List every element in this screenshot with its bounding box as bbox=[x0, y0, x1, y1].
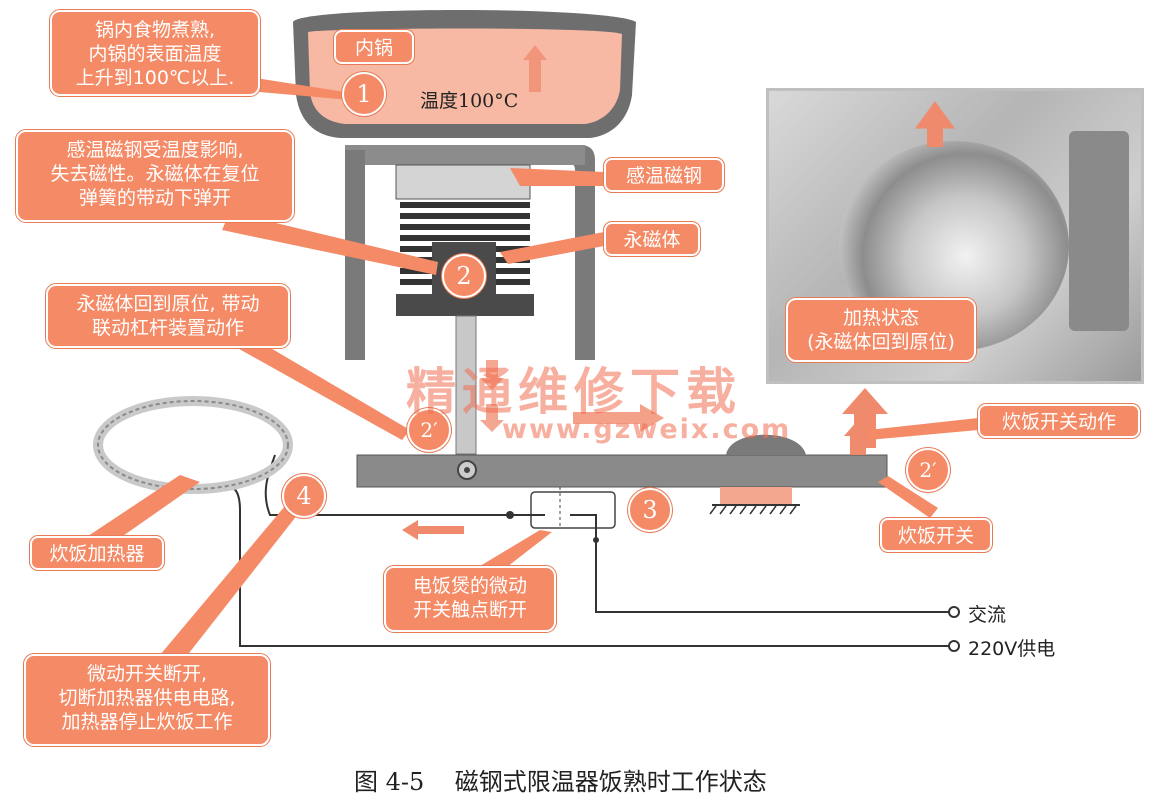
sensing-magnet bbox=[395, 164, 531, 200]
step-2: 2 bbox=[442, 254, 486, 298]
label-sensing-magnet: 感温磁钢 bbox=[604, 158, 724, 192]
label-permanent-magnet: 永磁体 bbox=[604, 222, 700, 256]
photo-up-arrow bbox=[842, 388, 888, 448]
down-arrow bbox=[480, 360, 504, 432]
callout-lever-action: 永磁体回到原位, 带动 联动杠杆装置动作 bbox=[46, 284, 290, 348]
callout-heating-state: 加热状态 (永磁体回到原位) bbox=[786, 298, 976, 362]
step-3: 3 bbox=[628, 488, 672, 532]
callout-magnet-loses: 感温磁钢受温度影响, 失去磁性。永磁体在复位 弹簧的带动下弹开 bbox=[16, 130, 294, 222]
temperature-label: 温度100°C bbox=[420, 90, 519, 112]
watermark-cn: 精通维修下载 bbox=[406, 362, 742, 421]
terminal-220v bbox=[948, 640, 960, 652]
linkage-lever bbox=[356, 454, 888, 488]
callout-text: 锅内食物煮熟, bbox=[94, 19, 216, 41]
micro-switch bbox=[530, 491, 616, 529]
callout-text: 微动开关断开, bbox=[86, 663, 208, 685]
callout-text: 切断加热器供电电路, bbox=[58, 687, 236, 709]
callout-text: 失去磁性。永磁体在复位 bbox=[50, 163, 260, 185]
label-heater: 炊饭加热器 bbox=[30, 536, 164, 570]
callout-text: 上升到100℃以上. bbox=[75, 67, 235, 89]
callout-heater-stop: 微动开关断开, 切断加热器供电电路, 加热器停止炊饭工作 bbox=[24, 654, 270, 746]
switch-knob bbox=[726, 434, 806, 455]
callout-micro-switch-open: 电饭煲的微动 开关触点断开 bbox=[384, 566, 556, 632]
temperature-up-arrow bbox=[523, 45, 547, 92]
figure-caption: 图 4-5 磁钢式限温器饭熟时工作状态 bbox=[354, 768, 767, 796]
label-inner-pot: 内锅 bbox=[334, 30, 414, 64]
label-rice-switch-action: 炊饭开关动作 bbox=[978, 404, 1140, 438]
step-2-prime-left: 2′ bbox=[407, 408, 451, 452]
step-1: 1 bbox=[342, 72, 386, 116]
supply-label: 220V供电 bbox=[968, 638, 1056, 660]
fulcrum bbox=[720, 487, 792, 505]
step-2-prime-right: 2′ bbox=[906, 448, 950, 492]
callout-food-cooked: 锅内食物煮熟, 内锅的表面温度 上升到100℃以上. bbox=[50, 10, 260, 96]
callout-text: 电饭煲的微动 bbox=[412, 575, 527, 597]
watermark-url: www.gzweix.com bbox=[502, 414, 792, 445]
terminal-ac bbox=[948, 606, 960, 618]
push-rod bbox=[455, 315, 477, 455]
callout-text: 加热状态 bbox=[842, 307, 919, 329]
callout-text: 加热器停止炊饭工作 bbox=[61, 711, 233, 733]
lever-right-arrow bbox=[573, 404, 664, 432]
ac-label: 交流 bbox=[968, 604, 1007, 626]
callout-text: 感温磁钢受温度影响, bbox=[66, 139, 244, 161]
callout-text: 弹簧的带动下弹开 bbox=[78, 187, 231, 209]
callout-text: 联动杠杆装置动作 bbox=[91, 317, 244, 339]
step-4: 4 bbox=[282, 474, 326, 518]
current-left-arrow bbox=[402, 520, 464, 540]
callout-text: 开关触点断开 bbox=[412, 599, 527, 621]
label-rice-switch: 炊饭开关 bbox=[880, 518, 992, 552]
callout-text: 内锅的表面温度 bbox=[88, 43, 222, 65]
callout-text: 永磁体回到原位, 带动 bbox=[76, 293, 260, 315]
callout-text: (永磁体回到原位) bbox=[807, 331, 955, 353]
